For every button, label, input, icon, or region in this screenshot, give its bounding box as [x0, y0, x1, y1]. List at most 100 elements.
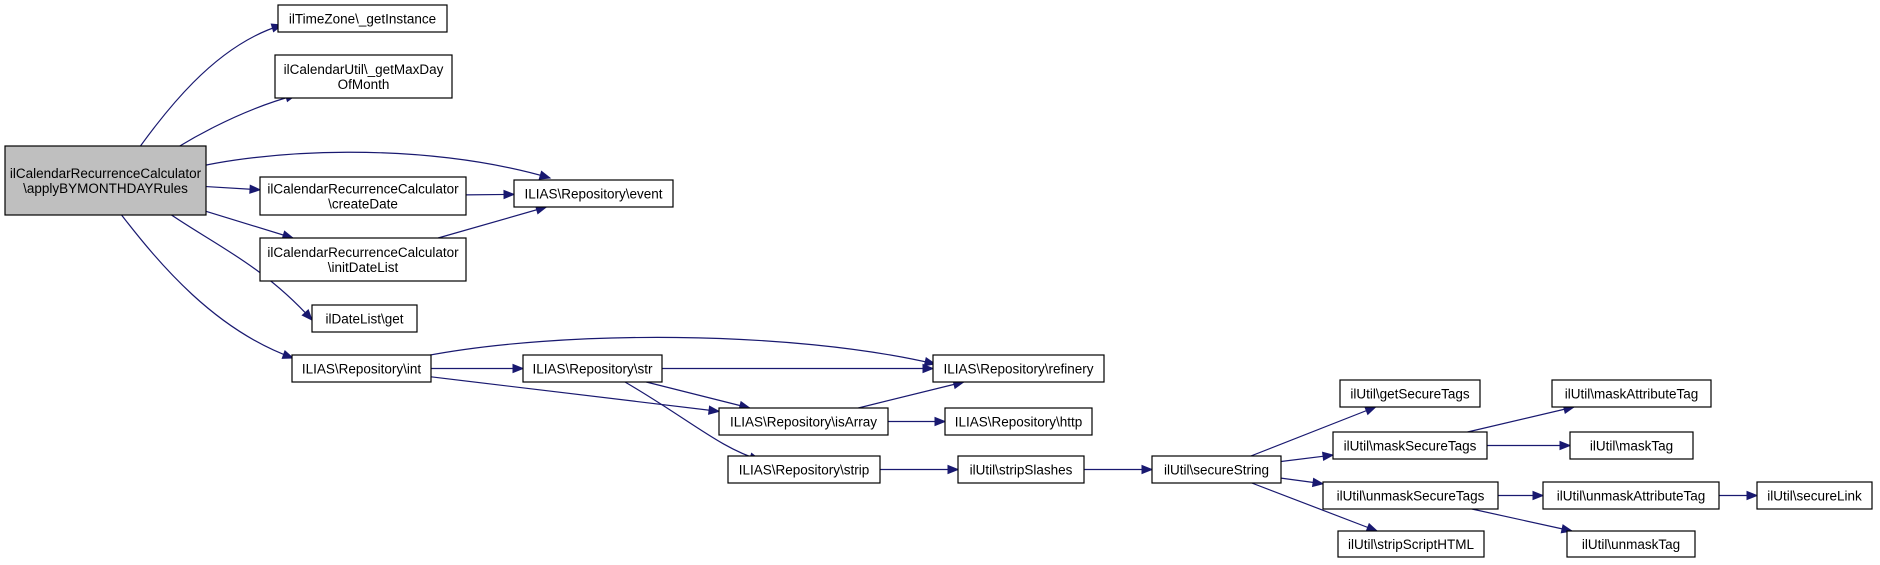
arrowhead-icon: [934, 416, 947, 427]
arrowhead-icon: [249, 184, 262, 194]
node-stripslashes[interactable]: ilUtil\stripSlashes: [957, 455, 1085, 484]
edge-strip-to-stripslashes: [880, 464, 960, 475]
node-timezone[interactable]: ilTimeZone\_getInstance: [277, 4, 448, 33]
arrowhead-icon: [1364, 406, 1377, 416]
edge-line: [205, 210, 294, 239]
node-box: [957, 455, 1085, 484]
node-box: [1566, 530, 1696, 558]
node-strip[interactable]: ILIAS\Repository\strip: [727, 455, 881, 484]
node-box: [1756, 481, 1873, 510]
node-label: ilUtil\stripSlashes: [970, 463, 1073, 478]
arrowhead-icon: [1746, 490, 1759, 501]
node-createdate[interactable]: ilCalendarRecurrenceCalculator\createDat…: [259, 176, 467, 216]
edge-isarray-to-http: [888, 416, 947, 427]
arrowhead-icon: [923, 356, 937, 367]
node-str[interactable]: ILIAS\Repository\str: [522, 354, 663, 383]
node-securelink[interactable]: ilUtil\secureLink: [1756, 481, 1873, 510]
edge-masksecuretags-to-maskattributetag: [1467, 404, 1576, 433]
edge-securestring-to-unmasksecuretags: [1280, 477, 1325, 488]
node-isarray[interactable]: ILIAS\Repository\isArray: [718, 407, 889, 436]
node-datelistget[interactable]: ilDateList\get: [311, 304, 418, 333]
arrowhead-icon: [1365, 522, 1379, 532]
node-unmasktag[interactable]: ilUtil\unmaskTag: [1566, 530, 1696, 558]
node-box: [1569, 431, 1694, 460]
edge-stripslashes-to-securestring: [1084, 464, 1154, 475]
node-label: ilCalendarRecurrenceCalculator: [10, 166, 202, 181]
node-http[interactable]: ILIAS\Repository\http: [944, 407, 1093, 436]
node-masktag[interactable]: ilUtil\maskTag: [1569, 431, 1694, 460]
edge-int-to-isarray: [430, 376, 721, 415]
node-box: [274, 54, 453, 99]
edge-unmasksecuretags-to-unmasktag: [1471, 508, 1574, 534]
node-maskattributetag[interactable]: ilUtil\maskAttributeTag: [1551, 379, 1712, 408]
node-box: [277, 4, 448, 33]
node-box: [932, 354, 1105, 383]
node-label: ilUtil\unmaskTag: [1582, 537, 1680, 552]
edge-isarray-to-refinery: [858, 379, 966, 409]
edge-line: [424, 336, 936, 365]
edge-unmaskattributetag-to-securelink: [1719, 490, 1759, 501]
node-layer: ilCalendarRecurrenceCalculator\applyBYMO…: [4, 4, 1873, 558]
node-label: ilUtil\maskSecureTags: [1344, 439, 1477, 454]
node-box: [259, 176, 467, 216]
node-event[interactable]: ILIAS\Repository\event: [513, 179, 674, 208]
node-initdatelist[interactable]: ilCalendarRecurrenceCalculator\initDateL…: [259, 237, 467, 282]
node-unmaskattributetag[interactable]: ilUtil\unmaskAttributeTag: [1542, 481, 1720, 510]
node-box: [1151, 455, 1282, 484]
arrowhead-icon: [947, 464, 960, 475]
node-refinery[interactable]: ILIAS\Repository\refinery: [932, 354, 1105, 383]
node-label: ilDateList\get: [325, 312, 403, 327]
node-box: [513, 179, 674, 208]
edge-line: [437, 206, 547, 239]
edge-line: [1250, 406, 1376, 457]
edge-root-to-event: [184, 151, 552, 180]
arrowhead-icon: [301, 309, 313, 322]
node-label: \createDate: [328, 197, 398, 212]
edge-line: [1467, 406, 1575, 433]
arrowhead-icon: [1559, 440, 1572, 451]
node-int[interactable]: ILIAS\Repository\int: [291, 354, 432, 383]
arrowhead-icon: [708, 405, 721, 415]
arrowhead-icon: [1311, 477, 1325, 488]
node-label: ilUtil\secureString: [1164, 463, 1269, 478]
node-stripscripthtml[interactable]: ilUtil\stripScriptHTML: [1337, 530, 1485, 558]
edge-line: [624, 381, 761, 461]
node-box: [1322, 481, 1499, 510]
node-box: [718, 407, 889, 436]
edge-line: [858, 381, 964, 409]
edge-line: [184, 151, 551, 179]
node-box: [4, 145, 207, 216]
edge-line: [159, 206, 313, 321]
node-label: ilUtil\maskAttributeTag: [1565, 387, 1699, 402]
edge-line: [430, 376, 720, 412]
node-box: [1339, 379, 1481, 408]
node-label: ilCalendarRecurrenceCalculator: [267, 182, 459, 197]
edge-root-to-createdate: [205, 184, 262, 194]
node-label: ilCalendarRecurrenceCalculator: [267, 245, 459, 260]
node-box: [291, 354, 432, 383]
node-label: ilUtil\secureLink: [1767, 489, 1862, 504]
node-root[interactable]: ilCalendarRecurrenceCalculator\applyBYMO…: [4, 145, 207, 216]
node-label: ilUtil\stripScriptHTML: [1348, 537, 1475, 552]
node-label: ilUtil\unmaskAttributeTag: [1557, 489, 1706, 504]
node-unmasksecuretags[interactable]: ilUtil\unmaskSecureTags: [1322, 481, 1499, 510]
node-masksecuretags[interactable]: ilUtil\maskSecureTags: [1332, 431, 1488, 460]
node-label: ilUtil\unmaskSecureTags: [1337, 489, 1485, 504]
node-label: ILIAS\Repository\strip: [739, 463, 870, 478]
node-getsecuretags[interactable]: ilUtil\getSecureTags: [1339, 379, 1481, 408]
arrowhead-icon: [922, 363, 935, 374]
node-securestring[interactable]: ilUtil\secureString: [1151, 455, 1282, 484]
node-label: ILIAS\Repository\str: [532, 362, 653, 377]
node-box: [1332, 431, 1488, 460]
node-label: ilCalendarUtil\_getMaxDay: [284, 62, 444, 77]
arrowhead-icon: [1321, 451, 1335, 462]
node-label: ILIAS\Repository\isArray: [730, 415, 877, 430]
node-box: [1542, 481, 1720, 510]
node-box: [259, 237, 467, 282]
arrowhead-icon: [1532, 490, 1545, 501]
node-label: ilUtil\getSecureTags: [1350, 387, 1470, 402]
node-label: ilTimeZone\_getInstance: [289, 12, 436, 27]
node-box: [522, 354, 663, 383]
